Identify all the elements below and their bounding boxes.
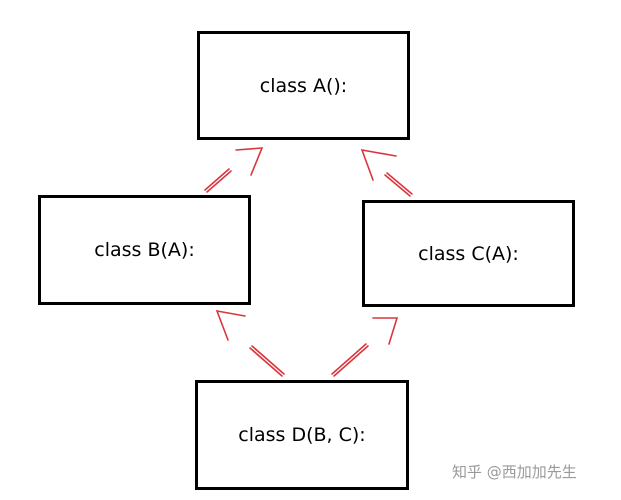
arrow-c-to-a	[360, 148, 413, 197]
class-box-a: class A():	[197, 31, 410, 140]
arrow-d-to-c	[331, 317, 399, 377]
arrow-d-to-b	[215, 309, 285, 377]
class-label-c: class C(A):	[418, 242, 519, 265]
class-box-b: class B(A):	[38, 195, 251, 305]
watermark: 知乎 @西加加先生	[452, 463, 577, 481]
class-label-a: class A():	[259, 74, 348, 97]
class-box-c: class C(A):	[362, 200, 575, 307]
class-label-d: class D(B, C):	[238, 424, 366, 446]
class-box-d: class D(B, C):	[195, 380, 409, 490]
class-label-b: class B(A):	[94, 239, 195, 261]
arrow-b-to-a	[204, 147, 264, 193]
